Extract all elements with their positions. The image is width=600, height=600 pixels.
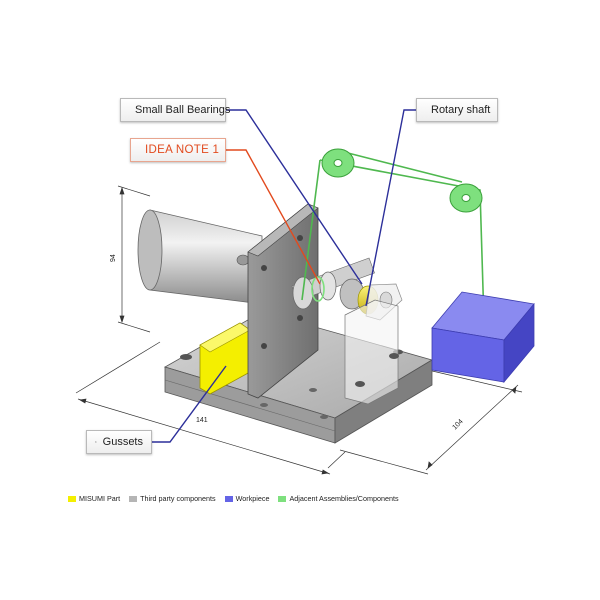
callout-rotary-shaft[interactable]: Rotary shaft xyxy=(416,98,498,122)
dimension-width xyxy=(339,369,523,475)
callout-small-ball-bearings-label: Small Ball Bearings xyxy=(135,104,231,116)
callout-small-ball-bearings[interactable]: Small Ball Bearings xyxy=(120,98,230,122)
legend-label: Adjacent Assemblies/Components xyxy=(289,494,399,503)
workpiece xyxy=(431,291,535,384)
motor-mount-plate xyxy=(247,203,319,399)
callout-gussets-label: Gussets xyxy=(102,436,143,448)
leader-idea-note xyxy=(226,149,321,285)
callout-gussets[interactable]: Gussets xyxy=(86,430,152,454)
callout-rotary-shaft-label: Rotary shaft xyxy=(431,104,491,116)
callout-idea-note-label: IDEA NOTE 1 xyxy=(145,144,220,156)
legend: MISUMI Part Third party components Workp… xyxy=(68,494,399,503)
legend-label: Workpiece xyxy=(235,494,270,503)
gear-icon xyxy=(95,441,97,443)
legend-label: MISUMI Part xyxy=(79,494,121,503)
dimension-height-label: 94 xyxy=(110,254,117,262)
leader-gussets xyxy=(152,365,227,443)
legend-swatch xyxy=(68,495,76,502)
legend-swatch xyxy=(224,495,233,502)
gusset xyxy=(199,322,251,395)
legend-item-third-party: Third party components xyxy=(129,494,216,503)
legend-swatch xyxy=(129,495,138,502)
callout-idea-note[interactable]: IDEA NOTE 1 xyxy=(130,138,226,162)
leader-small-ball-bearings xyxy=(226,109,363,285)
legend-item-adjacent: Adjacent Assemblies/Components xyxy=(278,494,399,503)
adjacent-pulleys xyxy=(301,148,485,323)
leader-lines xyxy=(152,109,416,443)
dimension-length-label: 141 xyxy=(196,417,208,424)
bearing-support xyxy=(344,299,399,405)
dimension-height xyxy=(117,185,151,333)
legend-item-misumi-part: MISUMI Part xyxy=(68,494,120,503)
dimension-width-label: 104 xyxy=(451,418,464,431)
legend-swatch xyxy=(278,495,287,502)
legend-item-workpiece: Workpiece xyxy=(224,494,270,503)
legend-label: Third party components xyxy=(140,494,216,503)
dimension-length xyxy=(75,341,346,475)
leader-rotary-shaft xyxy=(365,109,416,307)
motor xyxy=(137,209,263,305)
